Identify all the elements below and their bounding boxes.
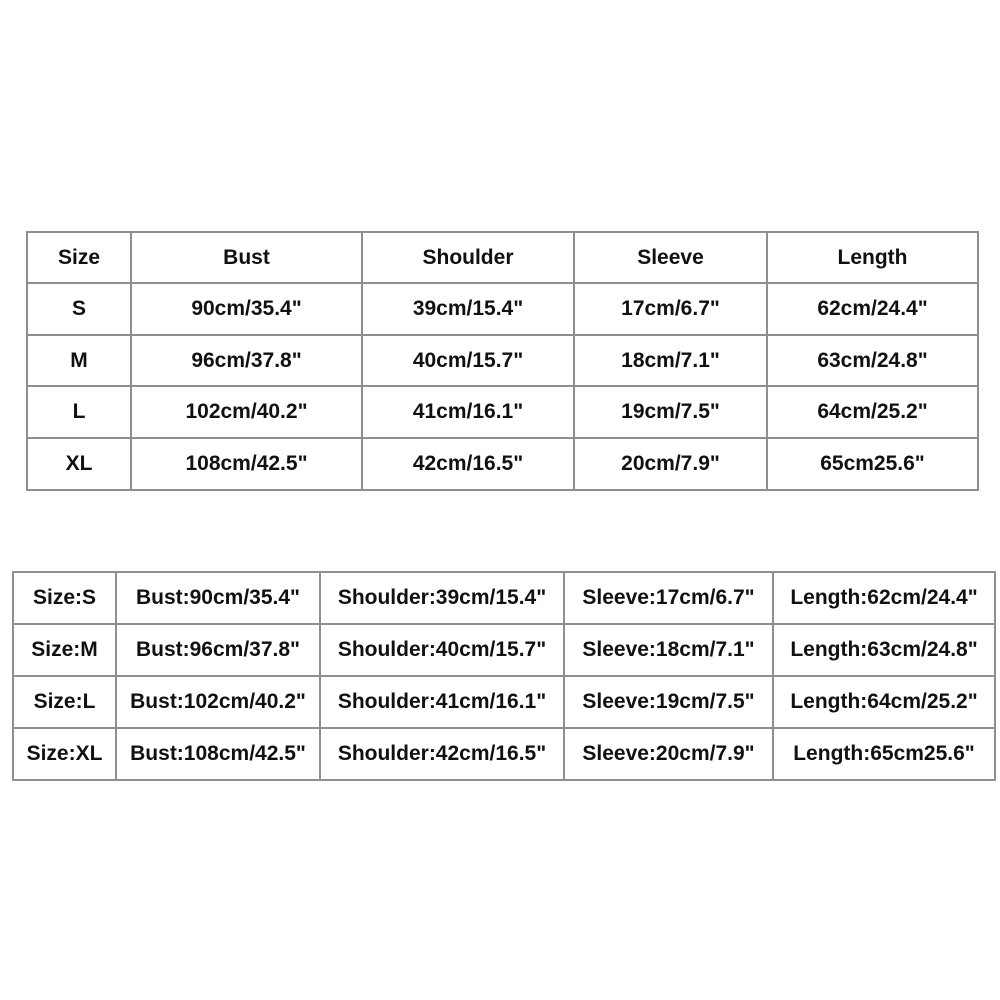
table-row: Size:M Bust:96cm/37.8" Shoulder:40cm/15.… bbox=[12, 623, 996, 677]
table-cell: 63cm/24.8" bbox=[766, 334, 979, 387]
table-cell: Bust:90cm/35.4" bbox=[115, 571, 321, 625]
table-cell: Sleeve:18cm/7.1" bbox=[563, 623, 774, 677]
header-cell-shoulder: Shoulder bbox=[361, 231, 575, 284]
table-cell: Length:65cm25.6" bbox=[772, 727, 996, 781]
table-row: Size:L Bust:102cm/40.2" Shoulder:41cm/16… bbox=[12, 675, 996, 729]
table-cell: 64cm/25.2" bbox=[766, 385, 979, 439]
table-cell: Bust:102cm/40.2" bbox=[115, 675, 321, 729]
table-row: Size:XL Bust:108cm/42.5" Shoulder:42cm/1… bbox=[12, 727, 996, 781]
table-cell: 65cm25.6" bbox=[766, 437, 979, 491]
table-cell: 18cm/7.1" bbox=[573, 334, 768, 387]
table-cell: 96cm/37.8" bbox=[130, 334, 363, 387]
table-cell: Size:M bbox=[12, 623, 117, 677]
table-cell: 17cm/6.7" bbox=[573, 282, 768, 336]
table-cell: Size:S bbox=[12, 571, 117, 625]
table-cell: M bbox=[26, 334, 132, 387]
table-cell: 108cm/42.5" bbox=[130, 437, 363, 491]
header-cell-length: Length bbox=[766, 231, 979, 284]
table-cell: 41cm/16.1" bbox=[361, 385, 575, 439]
table-cell: Length:64cm/25.2" bbox=[772, 675, 996, 729]
table-cell: 20cm/7.9" bbox=[573, 437, 768, 491]
table-cell: Length:62cm/24.4" bbox=[772, 571, 996, 625]
table-row: L 102cm/40.2" 41cm/16.1" 19cm/7.5" 64cm/… bbox=[26, 385, 979, 439]
table-cell: Shoulder:41cm/16.1" bbox=[319, 675, 565, 729]
table-row: M 96cm/37.8" 40cm/15.7" 18cm/7.1" 63cm/2… bbox=[26, 334, 979, 387]
header-cell-size: Size bbox=[26, 231, 132, 284]
table-cell: 62cm/24.4" bbox=[766, 282, 979, 336]
table-cell: S bbox=[26, 282, 132, 336]
table-cell: XL bbox=[26, 437, 132, 491]
table-row: Size:S Bust:90cm/35.4" Shoulder:39cm/15.… bbox=[12, 571, 996, 625]
table-cell: L bbox=[26, 385, 132, 439]
header-cell-bust: Bust bbox=[130, 231, 363, 284]
table-cell: Sleeve:20cm/7.9" bbox=[563, 727, 774, 781]
table-cell: 102cm/40.2" bbox=[130, 385, 363, 439]
table-cell: Bust:108cm/42.5" bbox=[115, 727, 321, 781]
size-list-table: Size:S Bust:90cm/35.4" Shoulder:39cm/15.… bbox=[12, 571, 996, 781]
table-cell: Length:63cm/24.8" bbox=[772, 623, 996, 677]
table-cell: Bust:96cm/37.8" bbox=[115, 623, 321, 677]
table-cell: 39cm/15.4" bbox=[361, 282, 575, 336]
table-cell: 42cm/16.5" bbox=[361, 437, 575, 491]
table-cell: Shoulder:42cm/16.5" bbox=[319, 727, 565, 781]
table-cell: Size:L bbox=[12, 675, 117, 729]
table-row: S 90cm/35.4" 39cm/15.4" 17cm/6.7" 62cm/2… bbox=[26, 282, 979, 336]
header-cell-sleeve: Sleeve bbox=[573, 231, 768, 284]
table-cell: Sleeve:19cm/7.5" bbox=[563, 675, 774, 729]
table-cell: Shoulder:40cm/15.7" bbox=[319, 623, 565, 677]
table-cell: 40cm/15.7" bbox=[361, 334, 575, 387]
table-cell: Size:XL bbox=[12, 727, 117, 781]
table-cell: Shoulder:39cm/15.4" bbox=[319, 571, 565, 625]
table-row: XL 108cm/42.5" 42cm/16.5" 20cm/7.9" 65cm… bbox=[26, 437, 979, 491]
size-chart-table: Size Bust Shoulder Sleeve Length S 90cm/… bbox=[26, 231, 979, 491]
table-cell: Sleeve:17cm/6.7" bbox=[563, 571, 774, 625]
table-cell: 90cm/35.4" bbox=[130, 282, 363, 336]
header-row: Size Bust Shoulder Sleeve Length bbox=[26, 231, 979, 284]
table-cell: 19cm/7.5" bbox=[573, 385, 768, 439]
